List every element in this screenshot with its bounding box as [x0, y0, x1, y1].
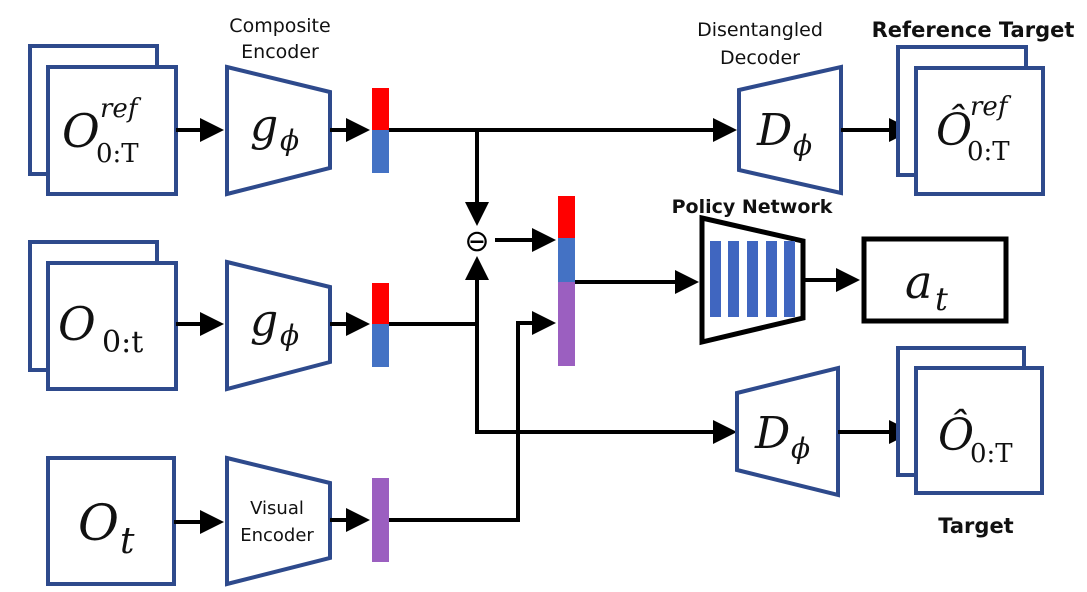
- recon-ref-sub: 0:T: [967, 137, 1010, 167]
- visual-encoder-label-2: Encoder: [240, 525, 314, 546]
- obs-hist-sub: 0:t: [102, 325, 143, 360]
- obs-ref-base: O: [62, 104, 100, 158]
- encoder-g: g: [250, 100, 278, 151]
- history-observation-stack: O 0:t: [28, 240, 178, 391]
- action-t: t: [935, 280, 948, 318]
- target-stack: Ô 0:T: [896, 346, 1044, 495]
- composite-encoder-1: g ϕ: [225, 64, 332, 197]
- recon-ref-sup: ref: [970, 92, 1012, 122]
- encoder-phi: ϕ: [280, 319, 299, 352]
- policy-network-label: Policy Network: [672, 196, 833, 218]
- decoder-1: D ϕ: [737, 64, 843, 196]
- visual-encoder-label-1: Visual: [250, 498, 304, 519]
- recon-sub: 0:T: [970, 439, 1013, 469]
- decoder-2: D ϕ: [735, 365, 840, 498]
- action-a: a: [905, 255, 932, 309]
- action-box: a t: [861, 236, 1009, 324]
- decoder-phi: ϕ: [793, 129, 812, 162]
- obs-t-base: O: [78, 494, 119, 552]
- policy-network: [699, 214, 806, 346]
- composite-encoder-label-2: Encoder: [241, 41, 319, 63]
- obs-ref-sup: ref: [100, 94, 142, 124]
- concat-vector: [558, 196, 575, 366]
- obs-t-sub: t: [120, 521, 135, 562]
- recon-base: Ô: [938, 408, 974, 461]
- composite-encoder-2: g ϕ: [225, 259, 332, 392]
- encoder-phi: ϕ: [280, 124, 299, 157]
- visual-feature-vector: [372, 478, 389, 562]
- current-observation: O t: [46, 456, 176, 586]
- ref-target-stack: Ô ref 0:T: [896, 45, 1045, 196]
- disentangled-decoder-label-1: Disentangled: [697, 19, 823, 41]
- reference-target-label: Reference Target: [872, 18, 1075, 42]
- decoder-d: D: [754, 408, 790, 459]
- latent-vector-hist: [372, 283, 389, 367]
- recon-ref-base: Ô: [936, 103, 972, 156]
- ref-observation-stack: O ref 0:T: [28, 44, 178, 196]
- subtract-operator: ⊖: [464, 224, 489, 259]
- disentangled-decoder-label-2: Decoder: [720, 47, 800, 69]
- arrow: [389, 311, 556, 522]
- obs-ref-sub: 0:T: [96, 139, 139, 169]
- decoder-d: D: [756, 105, 792, 156]
- latent-vector-ref: [372, 88, 389, 173]
- target-label: Target: [938, 514, 1013, 538]
- decoder-phi: ϕ: [791, 432, 810, 465]
- composite-encoder-label-1: Composite: [229, 15, 330, 37]
- encoder-g: g: [250, 295, 278, 346]
- obs-hist-base: O: [58, 297, 96, 351]
- visual-encoder: Visual Encoder: [225, 455, 332, 587]
- arrow: [389, 322, 737, 444]
